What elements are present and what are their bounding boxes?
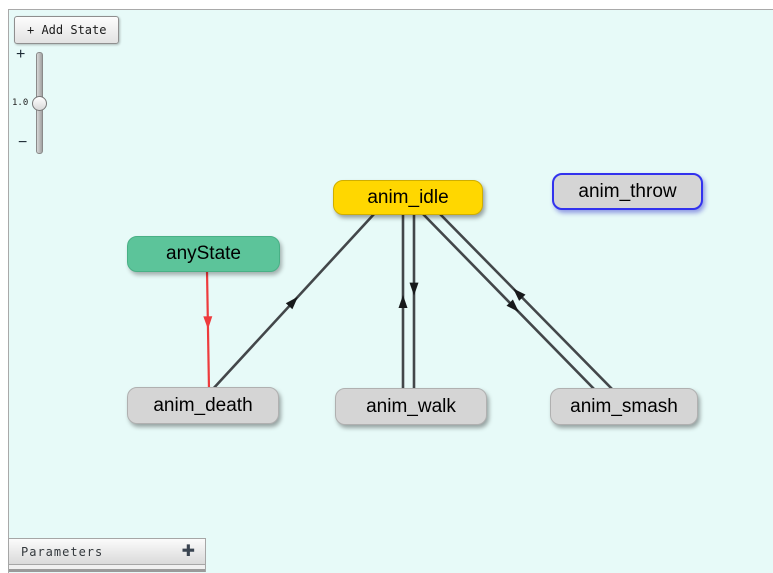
parameters-panel-header[interactable]: Parameters ✚ bbox=[8, 538, 206, 565]
zoom-slider: + 1.0 − bbox=[10, 46, 60, 161]
node-label-anim_idle: anim_idle bbox=[367, 187, 449, 209]
node-label-anyState: anyState bbox=[166, 243, 241, 264]
parameters-panel-body bbox=[8, 565, 206, 569]
zoom-level-value: 1.0 bbox=[12, 98, 29, 108]
node-anim_death[interactable]: anim_death bbox=[127, 387, 279, 424]
add-parameter-icon[interactable]: ✚ bbox=[181, 542, 195, 560]
parameters-panel-footer bbox=[8, 569, 206, 572]
parameters-panel-title: Parameters bbox=[21, 544, 104, 559]
parameters-panel: Parameters ✚ bbox=[8, 538, 206, 572]
node-anim_idle[interactable]: anim_idle bbox=[333, 180, 483, 215]
node-label-anim_smash: anim_smash bbox=[570, 396, 678, 418]
node-anim_smash[interactable]: anim_smash bbox=[550, 388, 698, 425]
node-anim_walk[interactable]: anim_walk bbox=[335, 388, 487, 425]
zoom-in-icon[interactable]: + bbox=[16, 46, 26, 63]
zoom-slider-knob[interactable] bbox=[32, 96, 47, 111]
node-label-anim_death: anim_death bbox=[153, 395, 253, 417]
node-label-anim_walk: anim_walk bbox=[366, 396, 456, 418]
node-label-anim_throw: anim_throw bbox=[578, 181, 677, 203]
add-state-button[interactable]: + Add State bbox=[14, 16, 120, 44]
node-anim_throw[interactable]: anim_throw bbox=[552, 173, 703, 210]
node-anyState[interactable]: anyState bbox=[127, 236, 280, 272]
graph-canvas[interactable] bbox=[8, 9, 773, 573]
zoom-out-icon[interactable]: − bbox=[18, 134, 28, 151]
